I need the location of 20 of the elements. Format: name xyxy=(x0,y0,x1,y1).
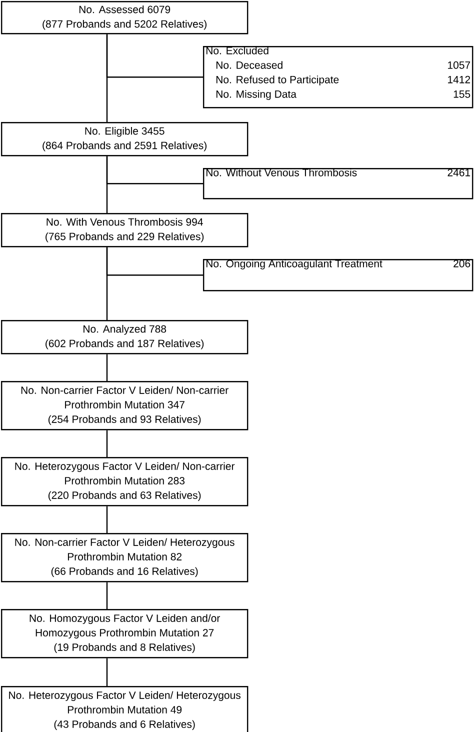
flow-box: No. Heterozygous Factor V Leiden/ Non-carrier Prothrombin Mutation 283 (220 Probands and 63 Relatives) xyxy=(1,457,248,506)
exclusion-box: No. Ongoing Anticoagulant Treatment 206 xyxy=(203,259,474,292)
connector-line xyxy=(106,354,108,381)
connector-line xyxy=(106,658,108,686)
flow-box: No. Non-carrier Factor V Leiden/ Heterozygous Prothrombin Mutation 82 (66 Probands and 16 Relatives) xyxy=(1,533,248,582)
flow-box: No. Homozygous Factor V Leiden and/or Homozygous Prothrombin Mutation 27 (19 Probands and 8 Relatives) xyxy=(1,609,248,658)
flow-box: No. Assessed 6079 (877 Probands and 5202 Relatives) xyxy=(1,1,248,34)
flow-box: No. Eligible 3455 (864 Probands and 2591 Relatives) xyxy=(1,122,248,156)
connector-line xyxy=(106,430,108,457)
exclusion-box: No. Excluded No. Deceased 1057 No. Refused to Participate 1412 No. Missing Data 155 xyxy=(203,46,474,108)
flow-box: No. Non-carrier Factor V Leiden/ Non-carrier Prothrombin Mutation 347 (254 Probands and 93 Relatives) xyxy=(1,381,248,430)
connector-line xyxy=(106,506,108,533)
flow-box: No. With Venous Thrombosis 994 (765 Probands and 229 Relatives) xyxy=(1,213,248,248)
connector-line xyxy=(106,582,108,609)
exclusion-box: No. Without Venous Thrombosis 2461 xyxy=(203,168,474,200)
connector-line xyxy=(106,247,203,276)
connector-line xyxy=(106,34,203,78)
flow-box: No. Heterozygous Factor V Leiden/ Heterozygous Prothrombin Mutation 49 (43 Probands and 6 Relatives) xyxy=(1,686,248,732)
connector-line xyxy=(106,156,203,184)
flow-box: No. Analyzed 788 (602 Probands and 187 Relatives) xyxy=(1,320,248,354)
